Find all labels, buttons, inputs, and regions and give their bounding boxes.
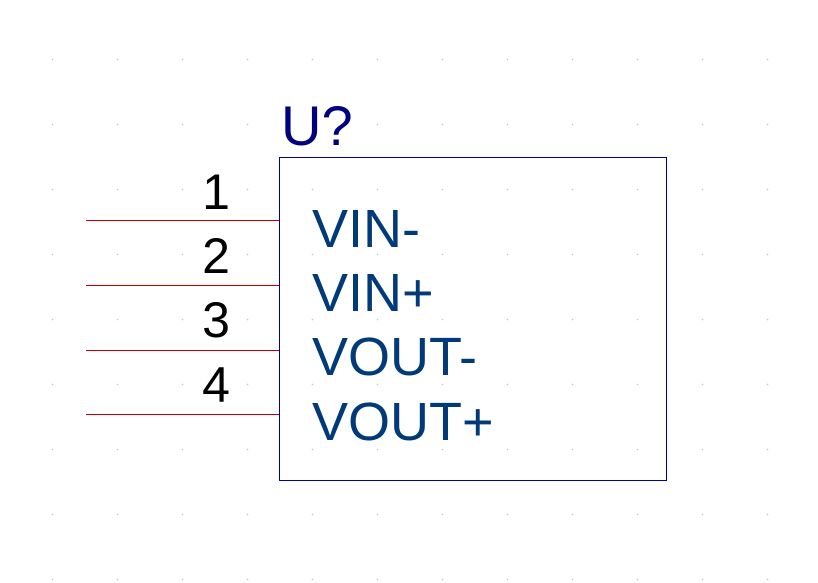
component-designator[interactable]: U? bbox=[281, 94, 353, 157]
pin-3-wire[interactable] bbox=[86, 350, 279, 351]
pin-2-wire[interactable] bbox=[86, 285, 279, 286]
component-body[interactable] bbox=[279, 157, 667, 481]
pin-2-number: 2 bbox=[202, 228, 230, 284]
pin-1-number: 1 bbox=[202, 164, 230, 220]
pin-2-name: VIN+ bbox=[312, 263, 434, 323]
pin-3-number: 3 bbox=[202, 292, 230, 348]
pin-4-wire[interactable] bbox=[86, 414, 279, 415]
pin-4-number: 4 bbox=[202, 357, 230, 413]
pin-1-name: VIN- bbox=[312, 199, 420, 259]
pin-4-name: VOUT+ bbox=[312, 392, 494, 452]
pin-1-wire[interactable] bbox=[86, 220, 279, 221]
pin-3-name: VOUT- bbox=[312, 327, 478, 387]
